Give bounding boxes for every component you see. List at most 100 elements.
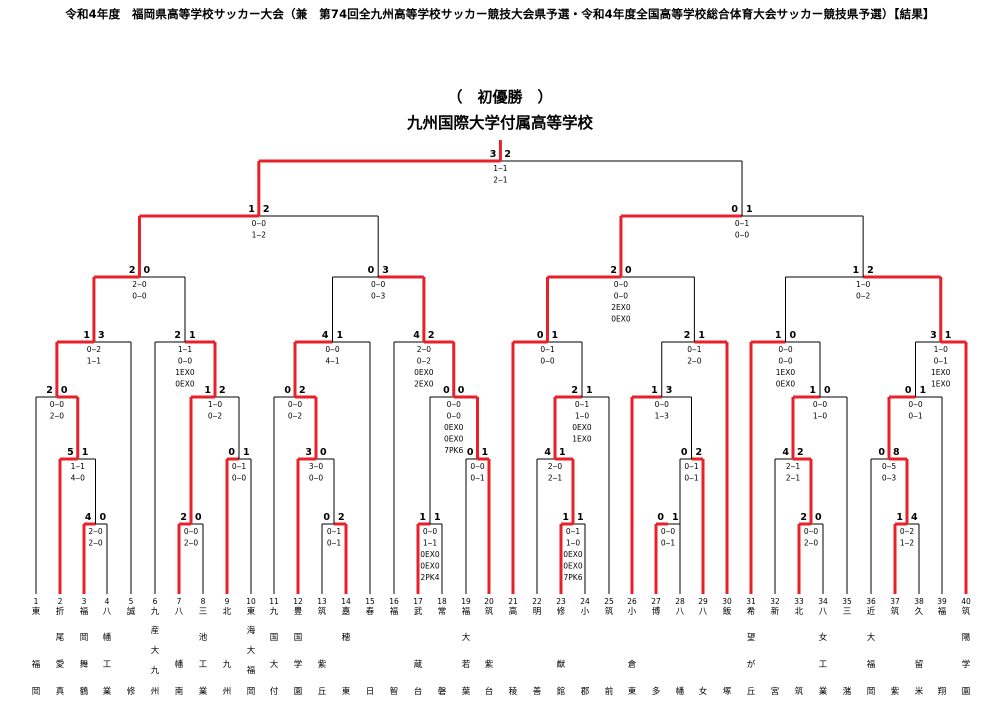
team-name-char: 北 <box>795 607 804 617</box>
team-name-char: 希 <box>747 606 756 617</box>
half-score: 1EX0 <box>175 368 195 377</box>
team-name-char: 筑 <box>485 606 494 617</box>
team-name-char: 多 <box>652 686 661 697</box>
team-name-char: 岡 <box>80 633 89 643</box>
half-score: 0‒1 <box>575 400 590 409</box>
right-score: 1 <box>698 330 705 341</box>
left-score: 0 <box>228 447 235 458</box>
team-name-char: 幡 <box>175 659 184 670</box>
right-score: 2 <box>696 447 703 458</box>
half-score: 0‒1 <box>687 345 702 354</box>
team-name-char: 日 <box>366 687 375 697</box>
half-score: 2‒0 <box>88 539 103 548</box>
team-name-char: 葉 <box>462 686 471 697</box>
team-name-char: 前 <box>605 686 614 697</box>
team-name-char: 大 <box>867 632 876 643</box>
half-score: 0‒0 <box>655 400 670 409</box>
team-name-char: 筑 <box>962 606 971 617</box>
half-score: 0‒0 <box>309 474 324 483</box>
half-score: 0EX0 <box>563 562 583 571</box>
right-score: 1 <box>577 512 584 523</box>
half-score: 0‒0 <box>371 280 386 289</box>
team-number: 10 <box>246 597 256 606</box>
team-number: 7 <box>177 597 182 606</box>
half-score: 0‒0 <box>735 231 750 240</box>
right-score: 0 <box>100 512 107 523</box>
team-name-char: 福 <box>32 659 41 670</box>
half-score: 0‒2 <box>856 292 871 301</box>
right-score: 2 <box>428 330 435 341</box>
team-number: 4 <box>105 597 110 606</box>
left-score: 0 <box>537 330 544 341</box>
team-name-char: 園 <box>962 687 971 697</box>
team-name-char: 九 <box>151 607 160 617</box>
team-name-char: 岡 <box>32 687 41 697</box>
half-score: 2‒0 <box>50 412 65 421</box>
right-score: 1 <box>82 447 89 458</box>
team-number: 5 <box>129 597 134 606</box>
team-name-char: 福 <box>462 606 471 617</box>
half-score: 1‒0 <box>208 400 223 409</box>
bracket-lines <box>35 140 968 594</box>
half-score: 1‒1 <box>71 462 86 471</box>
half-score: 0‒0 <box>232 474 247 483</box>
team-name-char: 女 <box>699 686 708 697</box>
half-score: 1EX0 <box>572 435 592 444</box>
left-score: 0 <box>878 447 885 458</box>
team-name-char: 学 <box>962 659 971 670</box>
half-score: 0‒1 <box>540 345 555 354</box>
right-score: 3 <box>666 385 673 396</box>
half-score: 0‒0 <box>252 219 267 228</box>
team-name-char: 倉 <box>628 659 637 670</box>
team-name-char: 常 <box>438 606 447 617</box>
half-score: 2‒0 <box>687 357 702 366</box>
team-name-char: 台 <box>485 686 494 697</box>
team-name-char: 工 <box>819 660 828 670</box>
half-score: 1‒0 <box>813 412 828 421</box>
right-score: 1 <box>672 512 679 523</box>
half-score: 1‒1 <box>178 345 193 354</box>
team-name-char: 付 <box>270 686 279 697</box>
half-score: 4‒1 <box>325 357 340 366</box>
team-name-char: 女 <box>819 632 828 643</box>
right-score: 1 <box>586 385 593 396</box>
team-name-char: 小 <box>581 606 590 617</box>
team-number: 16 <box>389 597 399 606</box>
team-name-char: 宮 <box>771 686 780 697</box>
left-score: 1 <box>83 330 90 341</box>
half-score: 0‒0 <box>132 292 147 301</box>
team-name-char: が <box>747 659 756 670</box>
team-name-char: 三 <box>843 607 852 617</box>
left-score: 3 <box>305 447 312 458</box>
half-score: 2‒1 <box>493 176 508 185</box>
left-score: 4 <box>544 447 551 458</box>
half-score: 0‒2 <box>288 412 303 421</box>
half-score: 0EX0 <box>175 380 195 389</box>
team-name-char: 岡 <box>867 687 876 697</box>
team-number: 34 <box>818 597 828 606</box>
left-score: 0 <box>681 447 688 458</box>
team-name-char: 大 <box>270 659 279 670</box>
half-score: 0‒0 <box>184 527 199 536</box>
right-score: 2 <box>299 385 306 396</box>
team-name-char: 猷 <box>557 659 566 670</box>
team-name-char: 郡 <box>581 686 590 697</box>
team-name-char: 稜 <box>509 687 518 697</box>
team-name-char: 学 <box>294 659 303 670</box>
